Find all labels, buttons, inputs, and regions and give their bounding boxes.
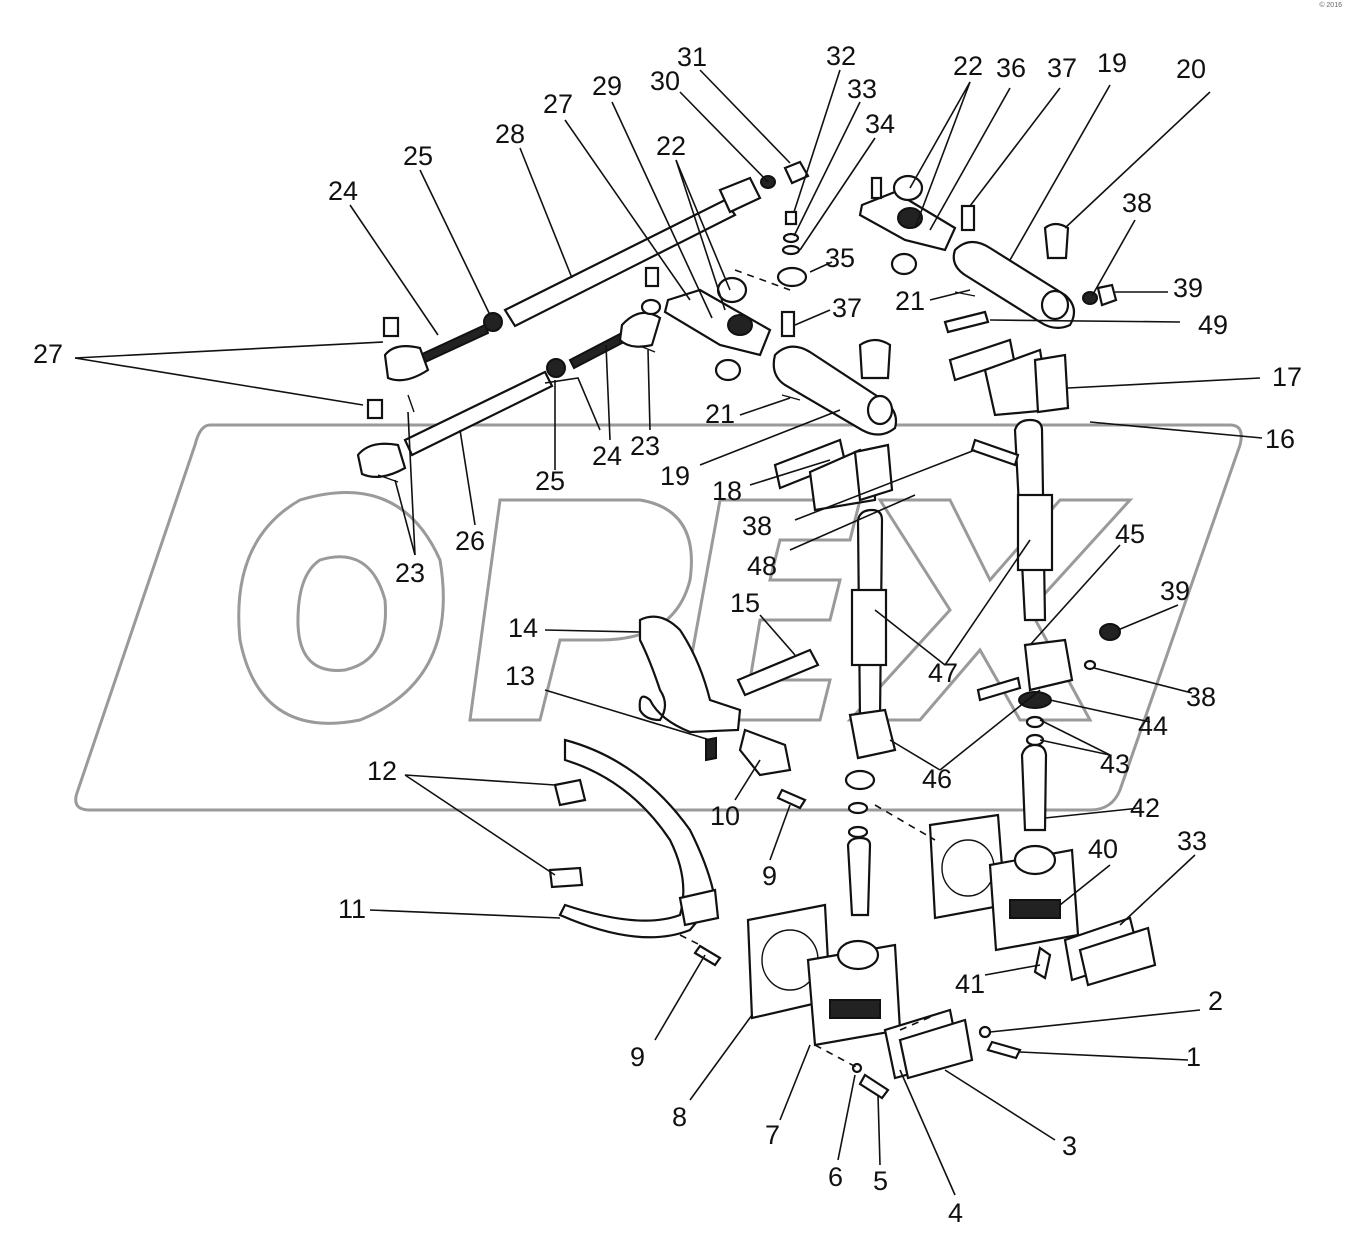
callout-43: 43 <box>1100 749 1130 779</box>
callout-38-top: 38 <box>1122 188 1152 218</box>
fork-assembly <box>548 615 820 967</box>
lever-assembly-left <box>663 160 898 436</box>
callout-13: 13 <box>505 661 535 691</box>
callout-21-right: 21 <box>895 286 925 316</box>
callout-33-right: 33 <box>1177 826 1207 856</box>
callout-36: 36 <box>996 53 1026 83</box>
callout-45: 45 <box>1115 519 1145 549</box>
callout-29: 29 <box>592 71 622 101</box>
callout-15: 15 <box>730 588 760 618</box>
callout-39-right: 39 <box>1160 576 1190 606</box>
callout-19-right: 19 <box>1097 48 1127 78</box>
leader-lines <box>74 69 1263 1196</box>
callout-26: 26 <box>455 526 485 556</box>
callout-39-top: 39 <box>1173 273 1203 303</box>
callout-16: 16 <box>1265 424 1295 454</box>
callout-17: 17 <box>1272 362 1302 392</box>
callout-25-lower: 25 <box>535 466 565 496</box>
callout-labels: 1 2 3 4 5 6 7 8 9 9 10 11 12 13 14 15 16… <box>33 41 1302 1228</box>
watermark <box>74 423 1243 812</box>
callout-24-lower: 24 <box>592 441 622 471</box>
callout-5: 5 <box>873 1166 888 1196</box>
callout-8: 8 <box>672 1102 687 1132</box>
callout-18: 18 <box>712 476 742 506</box>
callout-49: 49 <box>1198 310 1228 340</box>
callout-19-left: 19 <box>660 461 690 491</box>
callout-31: 31 <box>677 42 707 72</box>
callout-2: 2 <box>1208 986 1223 1016</box>
callout-34: 34 <box>865 109 895 139</box>
callout-23-left: 23 <box>395 558 425 588</box>
corner-tag: © 2016 <box>1319 2 1342 9</box>
callout-40: 40 <box>1088 834 1118 864</box>
callout-37-right: 37 <box>1047 53 1077 83</box>
callout-38-right: 38 <box>1186 682 1216 712</box>
callout-27-left: 27 <box>33 339 63 369</box>
callout-22-right: 22 <box>953 51 983 81</box>
callout-4: 4 <box>948 1198 963 1228</box>
callout-37-left: 37 <box>832 293 862 323</box>
callout-9-upper: 9 <box>762 861 777 891</box>
callout-44: 44 <box>1138 711 1168 741</box>
callout-6: 6 <box>828 1162 843 1192</box>
callout-23-mid: 23 <box>630 431 660 461</box>
callout-20: 20 <box>1176 54 1206 84</box>
callout-35: 35 <box>825 243 855 273</box>
callout-1: 1 <box>1186 1042 1201 1072</box>
callout-10: 10 <box>710 801 740 831</box>
callout-11: 11 <box>338 894 366 924</box>
callout-9-lower: 9 <box>630 1042 645 1072</box>
callout-25-upper: 25 <box>403 141 433 171</box>
callout-30: 30 <box>650 66 680 96</box>
callout-48: 48 <box>747 551 777 581</box>
lever-assembly-right <box>858 174 1118 334</box>
callout-42: 42 <box>1130 793 1160 823</box>
callout-28: 28 <box>495 119 525 149</box>
callout-27-top: 27 <box>543 89 573 119</box>
callout-3: 3 <box>1062 1131 1077 1161</box>
callout-32: 32 <box>826 41 856 71</box>
callout-33-top: 33 <box>847 74 877 104</box>
callout-24-upper: 24 <box>328 176 358 206</box>
housing-assembly <box>746 804 1157 1100</box>
shaft-assembly <box>773 338 1121 917</box>
callout-47: 47 <box>928 658 958 688</box>
callout-38-mid: 38 <box>742 511 772 541</box>
callout-46: 46 <box>922 764 952 794</box>
callout-22-left: 22 <box>656 131 686 161</box>
callout-41: 41 <box>955 969 985 999</box>
callout-14: 14 <box>508 613 538 643</box>
callout-7: 7 <box>765 1120 780 1150</box>
callout-21-left: 21 <box>705 399 735 429</box>
callout-12: 12 <box>367 756 397 786</box>
